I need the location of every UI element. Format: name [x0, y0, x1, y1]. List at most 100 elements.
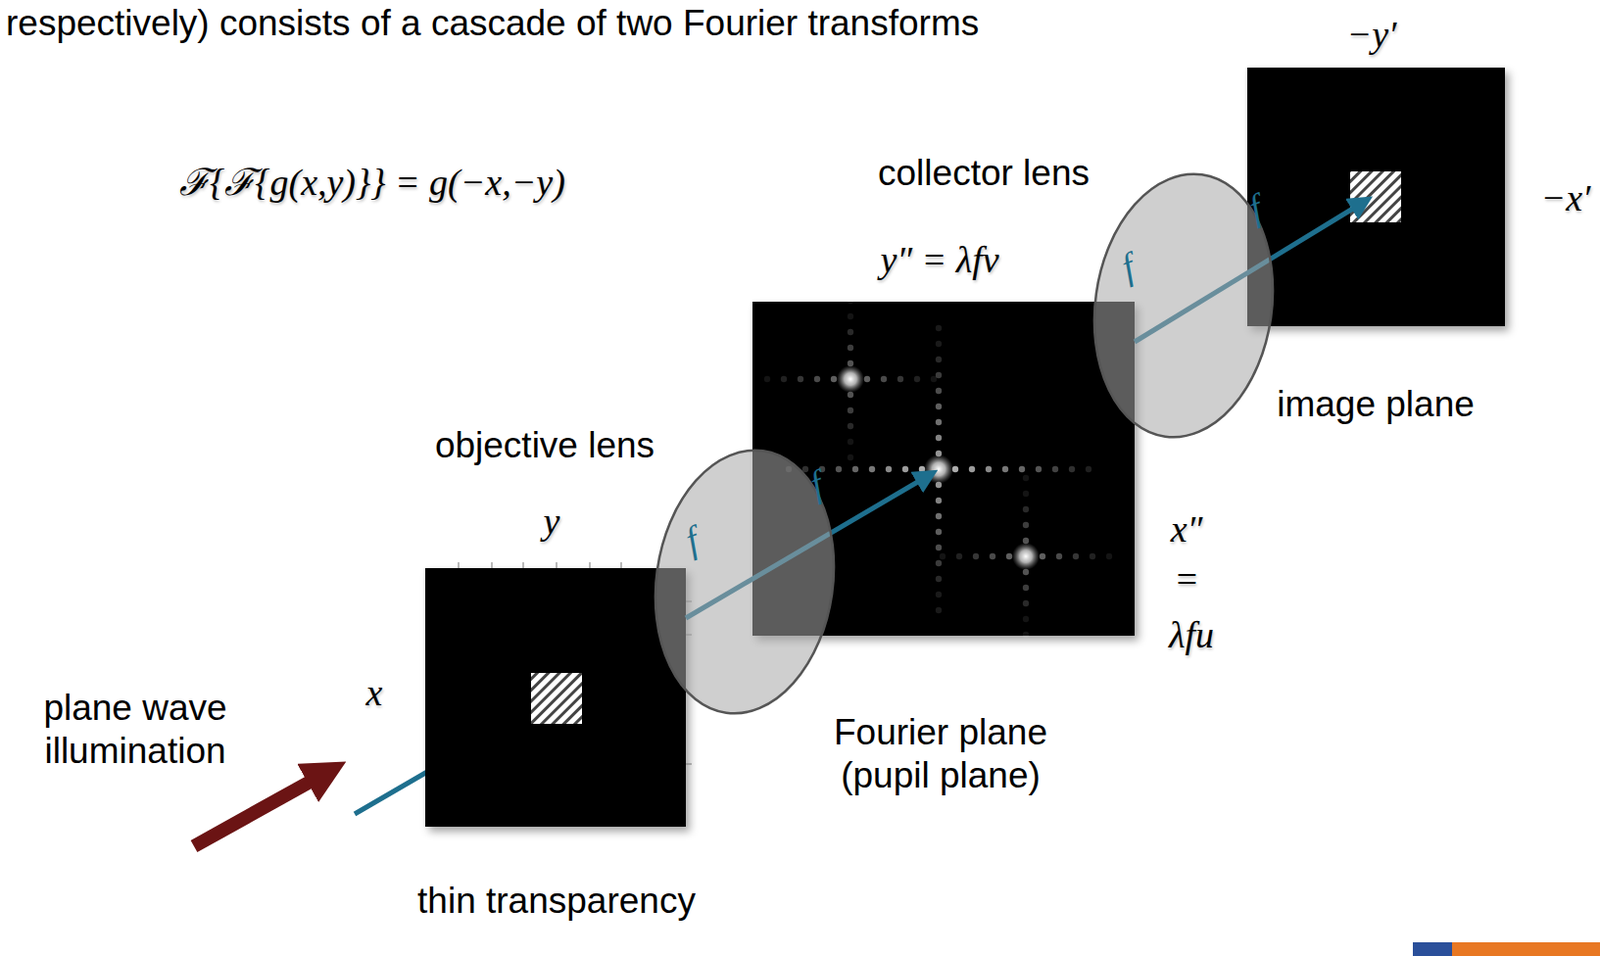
axis-label: −x′	[1541, 176, 1592, 222]
diffraction-fringe	[935, 372, 942, 379]
diffraction-fringe	[1085, 466, 1092, 473]
diffraction-fringe	[969, 466, 975, 473]
diffraction-fringe	[1022, 584, 1029, 591]
diffraction-fringe	[1039, 553, 1046, 560]
image-square	[1350, 171, 1402, 223]
diffraction-fringe	[880, 376, 887, 383]
diffraction-fringe	[1022, 475, 1029, 482]
diffraction-fringe	[1022, 522, 1029, 529]
part-label: Fourier plane (pupil plane)	[808, 711, 1073, 799]
diffraction-fringe	[814, 376, 821, 383]
diffraction-fringe	[1022, 490, 1029, 497]
diffraction-fringe	[1022, 631, 1029, 638]
object-square	[531, 673, 582, 725]
focal-length: f	[678, 518, 705, 564]
coordinate-label: x″	[1170, 507, 1204, 553]
diffraction-fringe	[847, 438, 854, 445]
coordinate-label: =	[1173, 557, 1200, 603]
image-plane	[1247, 67, 1505, 327]
diffraction-spot	[836, 365, 865, 393]
diffraction-fringe	[935, 576, 942, 582]
diffraction-fringe	[935, 356, 942, 363]
axis-label: y	[543, 499, 561, 545]
diffraction-fringe	[935, 544, 942, 551]
diffraction-fringe	[1056, 553, 1063, 560]
collector-lens	[1077, 162, 1290, 449]
focal-length: f	[803, 462, 829, 508]
diffraction-fringe	[972, 553, 979, 560]
diffraction-fringe	[847, 329, 854, 336]
dc-spot	[923, 454, 954, 485]
diffraction-fringe	[847, 423, 854, 430]
diffraction-fringe	[935, 325, 942, 332]
diffraction-fringe	[864, 376, 871, 383]
coordinate-label: λfu	[1168, 613, 1214, 659]
diffraction-fringe	[1006, 553, 1013, 560]
diffraction-fringe	[1018, 466, 1025, 473]
axis-label: x	[366, 671, 384, 717]
diffraction-fringe	[985, 466, 992, 473]
diffraction-fringe	[1052, 466, 1059, 473]
diffraction-fringe	[935, 387, 942, 394]
part-label: plane wave illumination	[6, 686, 264, 775]
slide-text: respectively) consists of a cascade of t…	[5, 1, 1065, 46]
transparency-plane	[425, 568, 686, 827]
diffraction-fringe	[939, 553, 946, 560]
diffraction-fringe	[847, 454, 854, 461]
diffraction-fringe	[935, 419, 942, 426]
diffraction-fringe	[835, 466, 842, 473]
diffraction-fringe	[897, 376, 904, 383]
diffraction-fringe	[797, 376, 804, 383]
axis-label: −y′	[1347, 12, 1398, 58]
part-label: collector lens	[877, 151, 1090, 195]
diffraction-fringe	[935, 591, 942, 598]
diffraction-fringe	[847, 313, 854, 320]
diffraction-fringe	[914, 376, 921, 383]
diffraction-fringe	[935, 607, 942, 614]
diffraction-fringe	[935, 513, 942, 520]
equation: ℱ{ℱ{g(x,y)}} = g(−x,−y)	[179, 160, 566, 206]
diffraction-fringe	[1106, 553, 1113, 560]
logo-fragment	[1412, 942, 1453, 956]
diffraction-fringe	[1072, 553, 1079, 560]
diffraction-fringe	[1035, 466, 1042, 473]
diffraction-fringe	[780, 376, 787, 383]
illumination-arrow	[193, 778, 316, 847]
diffraction-fringe	[935, 529, 942, 535]
logo-fragment	[1452, 942, 1600, 956]
diffraction-fringe	[935, 340, 942, 347]
part-label: objective lens	[435, 424, 655, 468]
focal-length: f	[1242, 186, 1268, 232]
diffraction-fringe	[935, 497, 942, 504]
diffraction-fringe	[764, 376, 771, 383]
diffraction-fringe	[819, 466, 825, 473]
diffraction-fringe	[989, 553, 996, 560]
diffraction-fringe	[1089, 553, 1096, 560]
part-label: thin transparency	[414, 879, 699, 923]
diffraction-fringe	[1002, 466, 1009, 473]
diffraction-fringe	[1022, 600, 1029, 607]
diffraction-fringe	[1068, 466, 1075, 473]
part-label: image plane	[1267, 383, 1484, 427]
optical-axis	[354, 772, 428, 815]
diffraction-fringe	[902, 466, 909, 473]
diffraction-fringe	[1022, 506, 1029, 513]
diffraction-fringe	[935, 403, 942, 410]
diffraction-fringe	[956, 553, 963, 560]
diffraction-fringe	[847, 407, 854, 414]
focal-length: f	[1115, 244, 1141, 291]
coordinate-label: y″ = λfv	[879, 238, 999, 284]
diffraction-fringe	[847, 297, 854, 304]
diffraction-fringe	[852, 466, 859, 473]
diffraction-fringe	[830, 376, 837, 383]
diffraction-fringe	[885, 466, 892, 473]
diffraction-fringe	[847, 344, 854, 351]
diffraction-fringe	[935, 560, 942, 567]
diffraction-fringe	[869, 466, 875, 473]
diffraction-fringe	[935, 435, 942, 441]
objective-lens	[638, 438, 851, 726]
diffraction-fringe	[930, 376, 937, 383]
diffraction-fringe	[1022, 616, 1029, 623]
